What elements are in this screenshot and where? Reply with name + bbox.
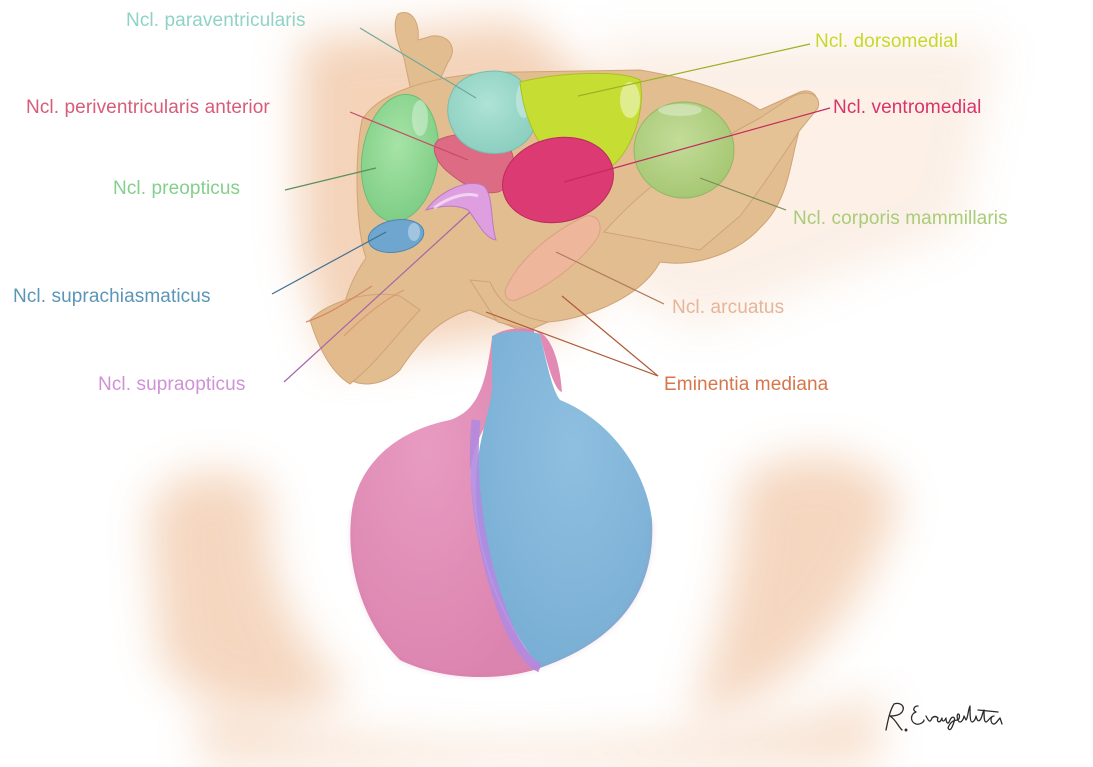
signature	[880, 698, 1040, 738]
pituitary-gland	[350, 328, 652, 677]
label-preopticus: Ncl. preopticus	[113, 178, 240, 200]
leader-eminentia-2	[562, 296, 658, 376]
label-paraventricularis: Ncl. paraventricularis	[126, 10, 306, 32]
label-arcuatus: Ncl. arcuatus	[672, 297, 784, 319]
label-supraopticus: Ncl. supraopticus	[98, 374, 245, 396]
label-periventricularis: Ncl. periventricularis anterior	[26, 97, 270, 119]
label-mammillaris: Ncl. corporis mammillaris	[793, 208, 1008, 230]
mammillaris-nucleus	[634, 102, 734, 198]
label-ventromedial: Ncl. ventromedial	[833, 97, 981, 119]
label-suprachiasmaticus: Ncl. suprachiasmaticus	[13, 286, 211, 308]
label-eminentia: Eminentia mediana	[664, 374, 828, 396]
label-dorsomedial: Ncl. dorsomedial	[815, 31, 958, 53]
